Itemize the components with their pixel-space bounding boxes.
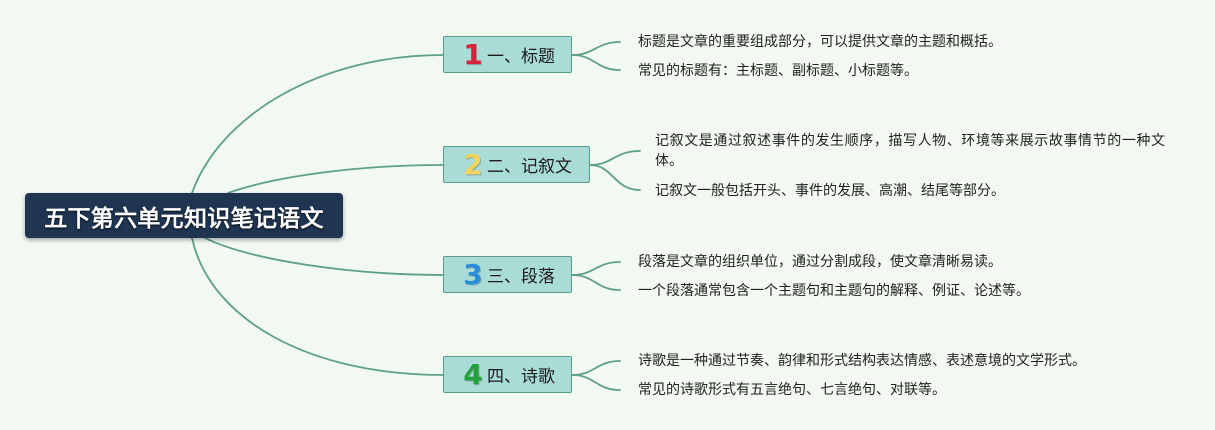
connector-root-to-branch-2	[227, 164, 444, 194]
connector-root-to-branch-4	[191, 237, 444, 376]
branch-number-badge: 3	[463, 257, 483, 291]
branch-number-badge: 2	[463, 147, 483, 181]
branch-1-detail-1: 标题是文章的重要组成部分，可以提供文章的主题和概括。	[638, 34, 1002, 50]
branch-label: 三、段落	[487, 267, 555, 287]
connector-branch-1-to-detail-1	[571, 41, 621, 56]
branch-3-detail-1: 段落是文章的组织单位，通过分割成段，使文章清晰易读。	[638, 254, 1002, 270]
connector-branch-3-to-detail-2	[571, 274, 621, 291]
branch-label: 二、记叙文	[487, 157, 572, 177]
root-node-title: 五下第六单元知识笔记语文	[44, 205, 324, 232]
branch-number-badge: 1	[463, 37, 483, 71]
connector-branch-2-to-detail-1	[589, 150, 641, 166]
connector-root-to-branch-3	[204, 237, 444, 276]
branch-4-detail-1: 诗歌是一种通过节奏、韵律和形式结构表达情感、表述意境的文学形式。	[638, 353, 1086, 369]
branch-node-4: 4 四、诗歌	[443, 356, 572, 393]
branch-node-3: 3 三、段落	[443, 256, 572, 293]
branch-1-detail-2: 常见的标题有：主标题、副标题、小标题等。	[638, 63, 918, 79]
connector-branch-4-to-detail-1	[571, 360, 621, 376]
connector-branch-1-to-detail-2	[571, 54, 621, 71]
branch-node-2: 2 二、记叙文	[443, 146, 590, 183]
branch-number-badge: 4	[463, 357, 483, 391]
branch-2-detail-2: 记叙文一般包括开头、事件的发展、高潮、结尾等部分。	[655, 183, 1005, 199]
branch-label: 四、诗歌	[487, 367, 555, 387]
branch-node-1: 1 一、标题	[443, 36, 572, 73]
branch-label: 一、标题	[487, 47, 555, 67]
root-node: 五下第六单元知识笔记语文	[25, 193, 343, 238]
connector-branch-3-to-detail-1	[571, 261, 621, 276]
branch-4-detail-2: 常见的诗歌形式有五言绝句、七言绝句、对联等。	[638, 382, 946, 398]
connector-branch-2-to-detail-2	[589, 164, 641, 191]
connector-root-to-branch-1	[191, 54, 444, 194]
branch-3-detail-2: 一个段落通常包含一个主题句和主题句的解释、例证、论述等。	[638, 283, 1030, 299]
branch-2-detail-1: 记叙文是通过叙述事件的发生顺序，描写人物、环境等来展示故事情节的一种文体。	[655, 133, 1165, 169]
connector-branch-4-to-detail-2	[571, 374, 621, 391]
